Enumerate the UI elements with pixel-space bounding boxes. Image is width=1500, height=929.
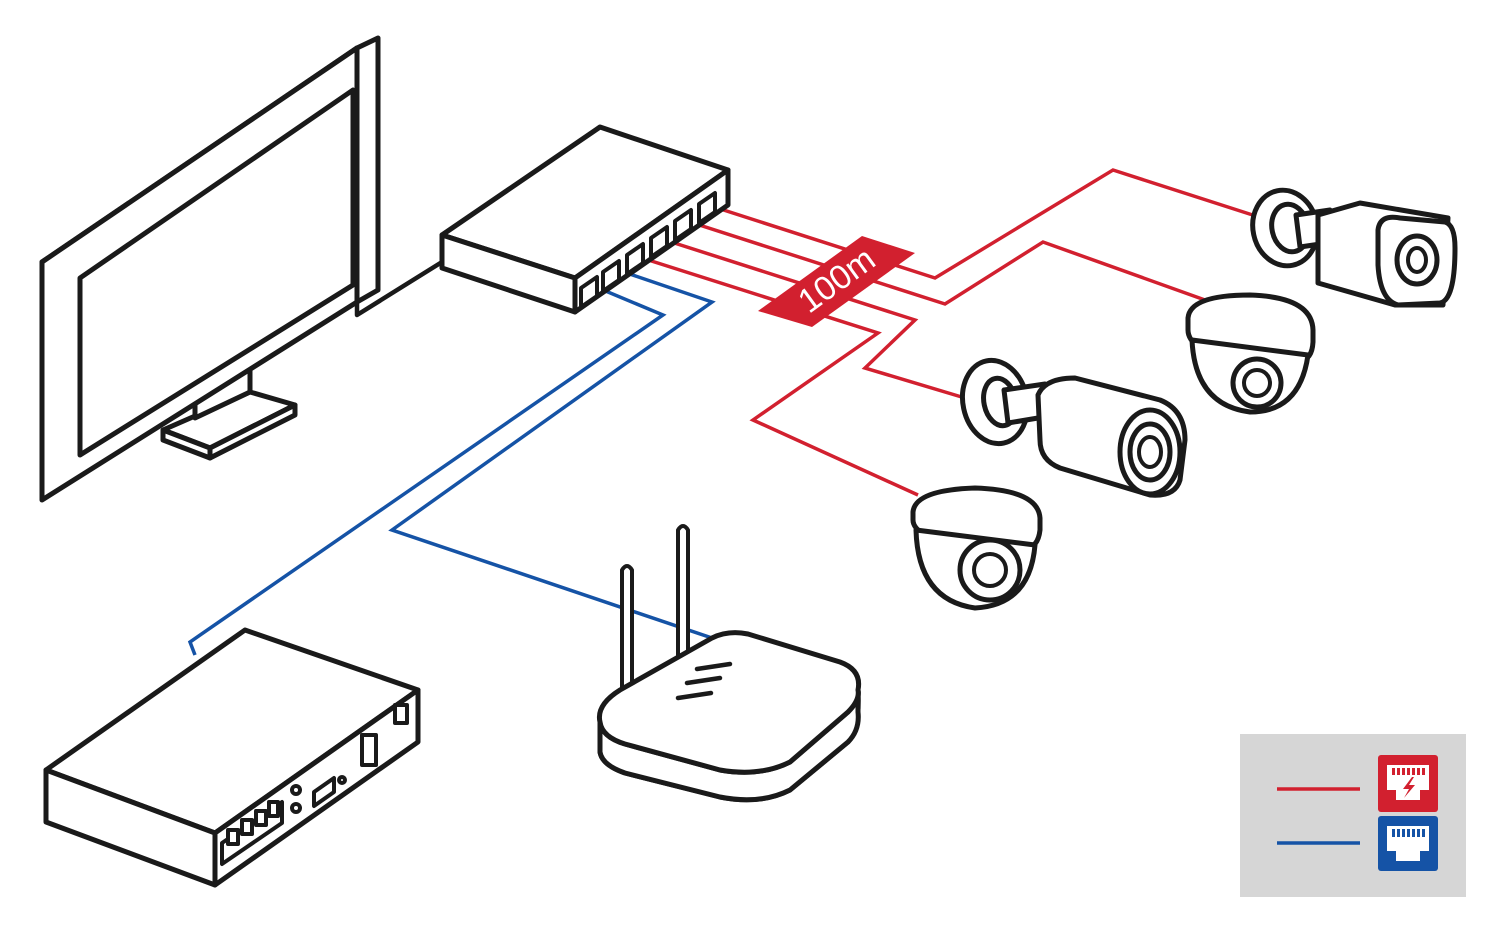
monitor-icon <box>39 35 445 503</box>
lan-cable-nvr <box>187 285 667 656</box>
lan-cable-router <box>388 268 716 640</box>
lan-cables <box>187 268 716 656</box>
switch-ports <box>579 191 717 309</box>
dome-camera-icon-2 <box>910 485 1043 611</box>
poe-cable-1 <box>707 168 1263 280</box>
poe-ethernet-port-icon <box>1378 755 1438 812</box>
vga-port-icon <box>312 776 336 808</box>
poe-cables <box>641 168 1263 497</box>
poe-cable-2 <box>689 220 1206 306</box>
poe-cable-3 <box>664 238 966 400</box>
wifi-router-icon <box>596 524 862 803</box>
dome-camera-icon <box>1185 292 1316 415</box>
bullet-camera-icon-2 <box>960 357 1188 498</box>
power-port-icon <box>360 733 378 767</box>
bullet-camera-icon <box>1250 187 1458 308</box>
poe-cable-4 <box>641 256 919 497</box>
poe-switch-icon <box>439 124 731 315</box>
nvr-ethernet-ports <box>220 800 284 866</box>
router-antenna-right <box>676 524 690 670</box>
router-antenna-left <box>620 564 634 693</box>
router-status-lights <box>675 661 733 701</box>
nvr-recorder-icon <box>43 627 421 888</box>
ethernet-port-icon <box>1378 816 1438 871</box>
legend <box>1240 734 1466 897</box>
